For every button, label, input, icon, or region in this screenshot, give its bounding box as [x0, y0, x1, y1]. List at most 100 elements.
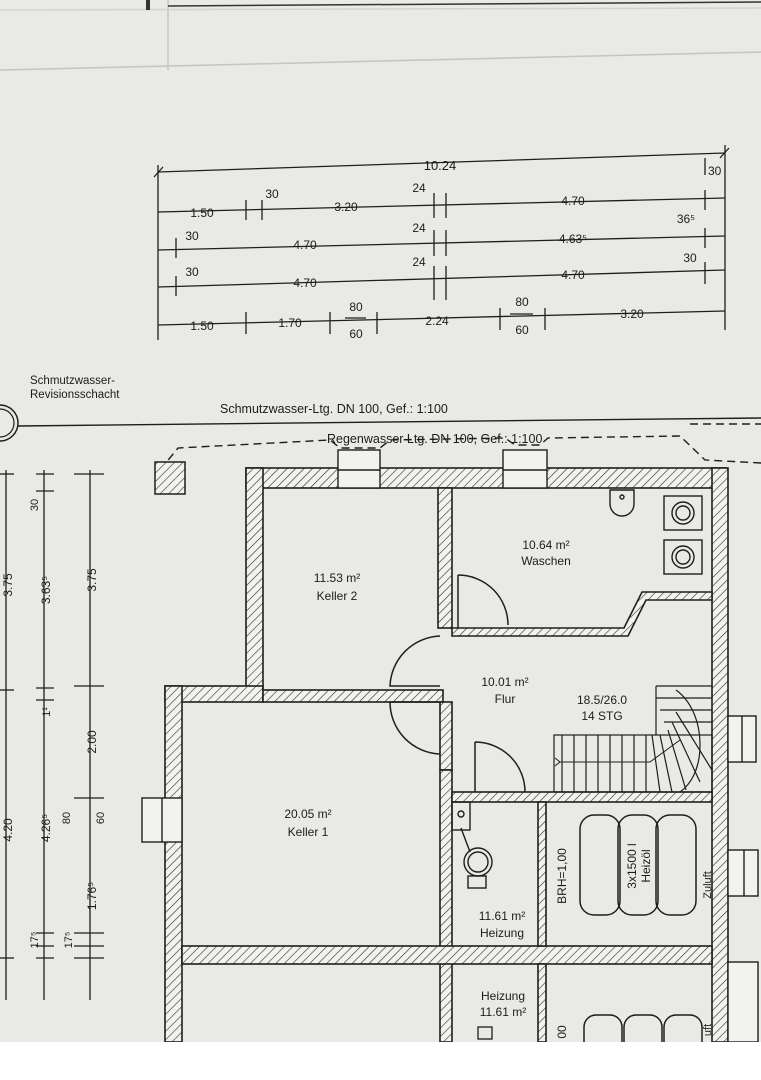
dim-r4-f: 80 — [515, 295, 529, 309]
dim-r2-c: 24 — [412, 221, 426, 235]
downpipe-block — [154, 461, 186, 495]
dim-r4-e: 2.24 — [425, 314, 449, 328]
dim-left-b9: 17⁵ — [63, 932, 75, 949]
dim-r1-c: 3.20 — [334, 200, 358, 214]
tank-label-2: Heizöl — [639, 849, 653, 882]
staircase — [553, 685, 713, 793]
washer-2 — [663, 539, 703, 575]
windows — [141, 449, 759, 1042]
paper-folds — [0, 0, 761, 71]
tank-label-1: 3x1500 l — [625, 843, 639, 888]
floor-plan-drawing: 10.24 30 1.50 30 3.20 24 4.70 30 4.70 24… — [0, 0, 761, 1042]
dim-r4-a: 1.50 — [190, 319, 214, 333]
stair-ratio: 18.5/26.0 — [577, 693, 627, 707]
door-keller1 — [389, 701, 441, 755]
sheet-border-line — [167, 1, 761, 7]
room-labels: 11.53 m² Keller 2 10.64 m² Waschen 10.01… — [284, 538, 714, 1039]
flur-name: Flur — [495, 692, 516, 706]
drainage-lines — [0, 404, 761, 471]
lower-fixture — [477, 1026, 493, 1040]
dim-r4-d: 60 — [349, 327, 363, 341]
wall-waschen — [451, 591, 713, 637]
keller1-area: 20.05 m² — [284, 807, 331, 821]
washer-1 — [663, 495, 703, 531]
dim-r3-d: 4.70 — [561, 268, 585, 282]
brh-label: BRH=1,00 — [555, 848, 569, 904]
dim-r4-c: 80 — [349, 300, 363, 314]
dim-r4-h: 3.20 — [620, 307, 644, 321]
door-waschen — [457, 574, 509, 626]
wall-int-7 — [537, 963, 547, 1042]
sheet-edge-mark — [146, 0, 150, 10]
rainwater-pipe-label: Regenwasser Ltg. DN 100, Gef.: 1:100 — [327, 432, 542, 446]
sink — [609, 489, 635, 517]
keller2-area: 11.53 m² — [314, 571, 360, 585]
dimension-labels-left: 3.75 4.20 30 3.63⁵ 1¹ 4.26⁵ 17⁵ 80 60 1.… — [1, 499, 107, 949]
dim-left-b2: 3.63⁵ — [39, 576, 53, 604]
wall-int-3 — [439, 701, 453, 771]
dimension-labels-top: 10.24 30 1.50 30 3.20 24 4.70 30 4.70 24… — [185, 158, 721, 341]
dim-r1-a: 1.50 — [190, 206, 214, 220]
heizung-area: 11.61 m² — [479, 909, 525, 923]
zuluft-label: Zuluft — [702, 871, 714, 899]
dim-r1-b: 30 — [265, 187, 279, 201]
waschen-name: Waschen — [521, 554, 571, 568]
inspection-shaft-symbol — [0, 404, 19, 442]
window-lower — [727, 961, 759, 1042]
tank-3 — [655, 814, 697, 916]
dim-r3-c: 24 — [412, 255, 426, 269]
flur-area: 10.01 m² — [481, 675, 528, 689]
dimension-chains-top — [153, 145, 730, 340]
dim-left-a3: 4.20 — [1, 818, 15, 842]
wall-int-4 — [439, 769, 453, 1042]
dim-total: 10.24 — [424, 158, 457, 173]
sewage-pipe-line — [17, 417, 761, 427]
door-heizung — [474, 741, 526, 793]
lower-heizung-name: Heizung — [481, 989, 525, 1003]
wall-lower — [181, 945, 713, 965]
dim-left-b6: 80 — [61, 812, 73, 824]
dimension-chains-left — [0, 470, 104, 1000]
dim-left-b3: 1¹ — [41, 707, 53, 717]
dim-r2-d: 4.63⁵ — [559, 232, 587, 246]
dim-left-b4: 4.26⁵ — [39, 814, 53, 842]
wall-int-6 — [537, 801, 547, 947]
wall-int-2 — [262, 689, 444, 703]
door-keller2 — [389, 635, 441, 687]
window-keller2 — [337, 449, 381, 489]
plan-sheet: 10.24 30 1.50 30 3.20 24 4.70 30 4.70 24… — [0, 0, 761, 1042]
lower-brh-label: 00 — [555, 1025, 569, 1039]
dim-r2-a: 30 — [185, 229, 199, 243]
shaft-label-line1: Schmutzwasser- — [30, 375, 115, 387]
keller1-name: Keller 1 — [288, 825, 329, 839]
page-bottom-margin — [0, 1042, 761, 1080]
lower-zuluft-label: uft — [702, 1024, 714, 1036]
shaft-label-line2: Revisionsschacht — [30, 389, 120, 401]
dim-left-b7: 60 — [95, 812, 107, 824]
walls — [164, 467, 729, 1042]
wall-top — [245, 467, 727, 489]
dim-left-a1: 3.75 — [1, 573, 15, 597]
sewage-pipe-label: Schmutzwasser-Ltg. DN 100, Gef.: 1:100 — [220, 402, 448, 416]
wall-left-lower — [164, 685, 183, 1042]
dim-left-c2: 2.00 — [85, 730, 99, 754]
stair-steps: 14 STG — [581, 709, 622, 723]
keller2-name: Keller 2 — [317, 589, 358, 603]
dim-left-b5: 17⁵ — [29, 932, 41, 949]
dim-r4-g: 60 — [515, 323, 529, 337]
oil-tanks — [579, 814, 703, 1042]
wall-int-5 — [451, 791, 713, 803]
dim-left-c1: 3.75 — [85, 568, 99, 592]
dim-left-b1: 30 — [29, 499, 41, 511]
dim-r2-b: 4.70 — [293, 238, 317, 252]
dim-r0-end: 30 — [708, 164, 722, 178]
dim-r3-e: 30 — [683, 251, 697, 265]
wall-right — [711, 467, 729, 1042]
wall-left-upper — [245, 467, 264, 701]
window-waschen — [502, 449, 548, 489]
dim-r3-b: 4.70 — [293, 276, 317, 290]
heizung-name: Heizung — [480, 926, 524, 940]
dim-left-b8: 1.76⁵ — [85, 882, 99, 910]
dim-r3-a: 30 — [185, 265, 199, 279]
tank-2 — [617, 814, 659, 916]
